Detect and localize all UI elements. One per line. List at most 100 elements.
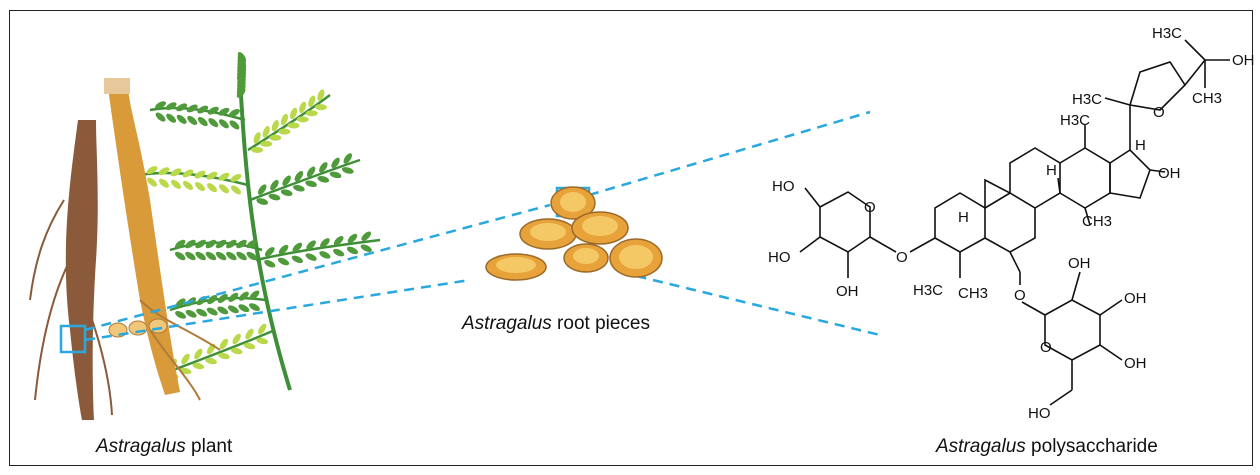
zoom-line (619, 270, 881, 337)
leaflet (217, 293, 228, 303)
leaflet (238, 304, 250, 313)
leaflet (218, 119, 229, 129)
plant-branch (247, 93, 331, 152)
leaflet (226, 251, 237, 261)
leaflet (317, 89, 325, 101)
leaflet (287, 122, 300, 129)
leaflet (282, 175, 291, 186)
root-pieces (485, 186, 663, 281)
leaflet (306, 240, 316, 250)
leaflet (176, 103, 188, 112)
leaflet (277, 257, 290, 266)
leaflet (175, 251, 186, 261)
root-rootlet (84, 299, 113, 416)
leaflet (246, 239, 257, 249)
h-label: H (958, 209, 969, 226)
leaflet (237, 52, 247, 63)
leaflet (262, 126, 270, 138)
leaflet (237, 64, 247, 75)
leaflet (347, 233, 358, 244)
leaflet (253, 132, 261, 144)
leaflet (186, 104, 198, 113)
leaflet (205, 251, 217, 261)
caption-genus: Astragalus (96, 436, 186, 457)
caption-rest: polysaccharide (1025, 436, 1158, 457)
leaflet (226, 239, 237, 249)
root-light (108, 88, 180, 395)
leaflet (205, 239, 217, 249)
leaflet (361, 231, 372, 241)
leaflet (228, 292, 239, 302)
leaflet (238, 291, 249, 301)
leaflet (317, 176, 330, 183)
leaflet (185, 251, 196, 261)
leaflet (230, 173, 242, 182)
leaflet (219, 338, 229, 350)
leaflet (269, 134, 282, 141)
caption-genus: Astragalus (936, 436, 1026, 457)
oh-label: OH (1124, 290, 1147, 307)
leaflet (227, 305, 239, 314)
leaflet (182, 169, 194, 178)
oh-label: OH (1124, 355, 1147, 372)
figure-frame (9, 10, 1253, 466)
leaflet (258, 323, 267, 335)
leaflet (147, 177, 157, 187)
h3c-label: H3C (1072, 91, 1102, 108)
leaflet (271, 119, 279, 132)
leaflet (207, 106, 219, 115)
leaflet (230, 347, 243, 355)
leaflet (229, 120, 240, 130)
leaflet (341, 167, 354, 174)
leaflet (257, 184, 267, 195)
leaflet (155, 112, 166, 122)
plant-stem (238, 79, 292, 391)
o-label: O (1014, 287, 1026, 304)
ch3-label: CH3 (958, 285, 988, 302)
o-label: O (1153, 104, 1165, 121)
leaflet (195, 182, 205, 192)
leaflet (333, 235, 344, 246)
h-label: H (1135, 137, 1146, 154)
root-rootlet (29, 199, 65, 301)
plant-branch (255, 238, 381, 262)
leaflet (171, 179, 181, 189)
h-label: H (1046, 162, 1057, 179)
leaflet (206, 171, 218, 180)
leaflet (264, 247, 275, 257)
h3c-label: H3C (913, 282, 943, 299)
leaflet (296, 116, 309, 123)
leaflet (166, 113, 177, 123)
leaflet (305, 110, 318, 117)
leaflet (314, 104, 327, 111)
caption-root-pieces: Astragalus root pieces (462, 313, 650, 335)
leaflet (185, 309, 197, 318)
o-label: O (1040, 339, 1052, 356)
leaflet (343, 153, 353, 164)
leaflet (248, 303, 260, 312)
leaflet (175, 298, 186, 308)
leaflet (280, 189, 293, 196)
leaflet (290, 107, 298, 120)
root-crown (104, 78, 130, 94)
leaflet (333, 248, 345, 257)
leaflet (158, 167, 170, 176)
leaflet (195, 251, 206, 261)
leaflet (319, 162, 328, 173)
leaflet (360, 244, 372, 252)
leaflet (270, 179, 279, 191)
zoom-line (84, 278, 471, 342)
leaflet (218, 172, 230, 181)
leaflet (215, 251, 227, 261)
leaflet (249, 290, 260, 300)
leaflet (228, 108, 240, 117)
h3c-label: H3C (1060, 112, 1090, 129)
leaflet (217, 306, 229, 315)
leaflet (299, 101, 307, 114)
leaflet (319, 251, 331, 259)
leaflet (215, 239, 227, 249)
caption-rest: plant (185, 436, 233, 457)
xylose-ring (799, 187, 897, 278)
